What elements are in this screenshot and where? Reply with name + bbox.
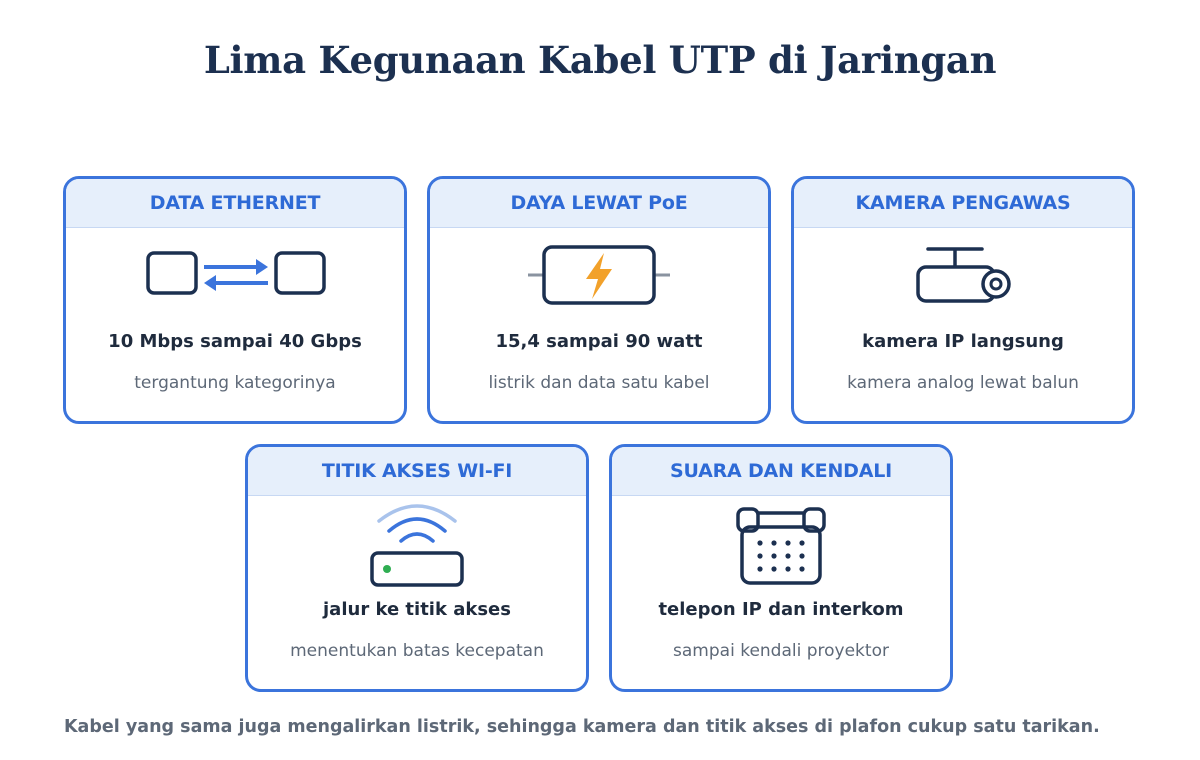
card-data-ethernet: DATA ETHERNET 10 Mbps sampai 40 Gbps ter…: [63, 176, 407, 424]
card-voice-control: SUARA DAN KENDALI telepon IP dan interko…: [609, 444, 953, 692]
card-primary-text: jalur ke titik akses: [323, 599, 511, 620]
security-camera-icon: [794, 231, 1132, 321]
card-secondary-text: kamera analog lewat balun: [847, 373, 1079, 393]
card-header: KAMERA PENGAWAS: [794, 179, 1132, 228]
card-primary-text: telepon IP dan interkom: [658, 599, 904, 620]
card-primary-text: kamera IP langsung: [862, 331, 1064, 352]
page-title: Lima Kegunaan Kabel UTP di Jaringan: [203, 38, 997, 82]
card-secondary-text: menentukan batas kecepatan: [290, 641, 544, 661]
power-lightning-cable-icon: [430, 231, 768, 321]
card-primary-text: 15,4 sampai 90 watt: [495, 331, 703, 352]
card-secondary-text: tergantung kategorinya: [134, 373, 336, 393]
card-header: TITIK AKSES WI-FI: [248, 447, 586, 496]
card-header: DATA ETHERNET: [66, 179, 404, 228]
card-primary-text: 10 Mbps sampai 40 Gbps: [108, 331, 362, 352]
footnote: Kabel yang sama juga mengalirkan listrik…: [64, 717, 1100, 737]
card-secondary-text: sampai kendali proyektor: [673, 641, 889, 661]
card-header: SUARA DAN KENDALI: [612, 447, 950, 496]
card-header: DAYA LEWAT PoE: [430, 179, 768, 228]
card-wifi-access-point: TITIK AKSES WI-FI jalur ke titik akses m…: [245, 444, 589, 692]
desk-phone-icon: [612, 499, 950, 589]
card-poe: DAYA LEWAT PoE 15,4 sampai 90 watt listr…: [427, 176, 771, 424]
card-secondary-text: listrik dan data satu kabel: [488, 373, 710, 393]
wifi-access-point-icon: [248, 499, 586, 589]
two-devices-exchange-arrows-icon: [66, 231, 404, 321]
card-camera: KAMERA PENGAWAS kamera IP langsung kamer…: [791, 176, 1135, 424]
